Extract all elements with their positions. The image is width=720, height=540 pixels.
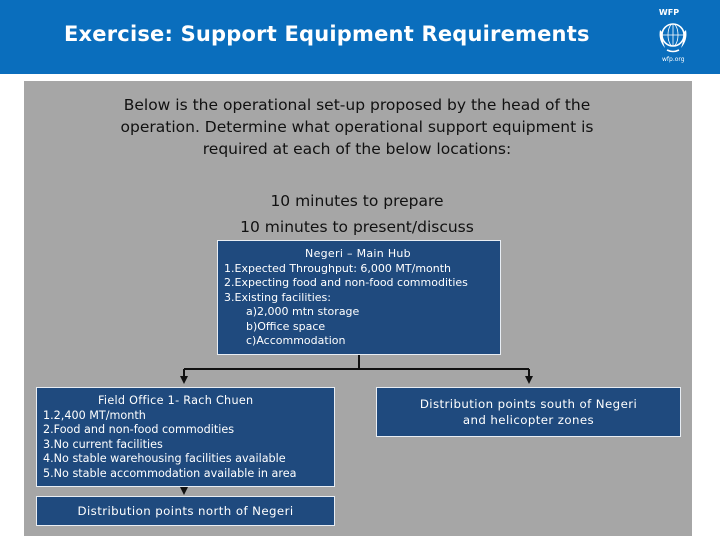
main-hub-item: 3.Existing facilities: — [224, 290, 331, 304]
wfp-emblem-icon — [659, 23, 687, 53]
page-title: Exercise: Support Equipment Requirements — [64, 22, 590, 46]
main-hub-item: 2.Expecting food and non-food commoditie… — [224, 276, 468, 289]
south-distribution-label: Distribution points south of Negeri — [419, 397, 638, 411]
logo-text: WFP — [658, 8, 680, 17]
field-office-item: 5.No stable accommodation available in a… — [43, 466, 297, 480]
north-distribution-label: Distribution points north of Negeri — [77, 504, 294, 518]
south-distribution-label: and helicopter zones — [462, 412, 595, 427]
field-office-item: 2.Food and non-food commodities — [43, 423, 235, 436]
instructions-line: operation. Determine what operational su… — [120, 118, 594, 136]
field-office-item: 4.No stable warehousing facilities avail… — [43, 452, 286, 465]
field-office-item: 1.2,400 MT/month — [43, 408, 146, 422]
title-bar: Exercise: Support Equipment Requirements… — [0, 0, 720, 74]
field-office-item: 3.No current facilities — [43, 437, 163, 451]
south-distribution-box: Distribution points south of Negeri and … — [376, 387, 681, 437]
main-hub-title: Negeri – Main Hub — [305, 247, 411, 260]
main-hub-subitem: b)Office space — [246, 319, 326, 333]
main-hub-box: Negeri – Main Hub 1.Expected Throughput:… — [217, 240, 501, 355]
instructions-line: required at each of the below locations: — [202, 140, 512, 158]
field-office-box: Field Office 1- Rach Chuen 1.2,400 MT/mo… — [36, 387, 335, 487]
wfp-logo: WFP wfp.org — [654, 6, 710, 68]
main-hub-item: 1.Expected Throughput: 6,000 MT/month — [224, 261, 452, 275]
time-allocation: 10 minutes to prepare 10 minutes to pres… — [157, 188, 557, 240]
prepare-time: 10 minutes to prepare — [270, 192, 444, 210]
logo-url: wfp.org — [662, 56, 685, 63]
instructions: Below is the operational set-up proposed… — [58, 94, 656, 160]
north-distribution-box: Distribution points north of Negeri — [36, 496, 335, 526]
field-office-title: Field Office 1- Rach Chuen — [98, 394, 254, 407]
instructions-line: Below is the operational set-up proposed… — [123, 96, 591, 114]
main-hub-subitem: c)Accommodation — [246, 334, 346, 347]
present-time: 10 minutes to present/discuss — [240, 218, 474, 236]
main-hub-subitem: a)2,000 mtn storage — [246, 305, 360, 318]
